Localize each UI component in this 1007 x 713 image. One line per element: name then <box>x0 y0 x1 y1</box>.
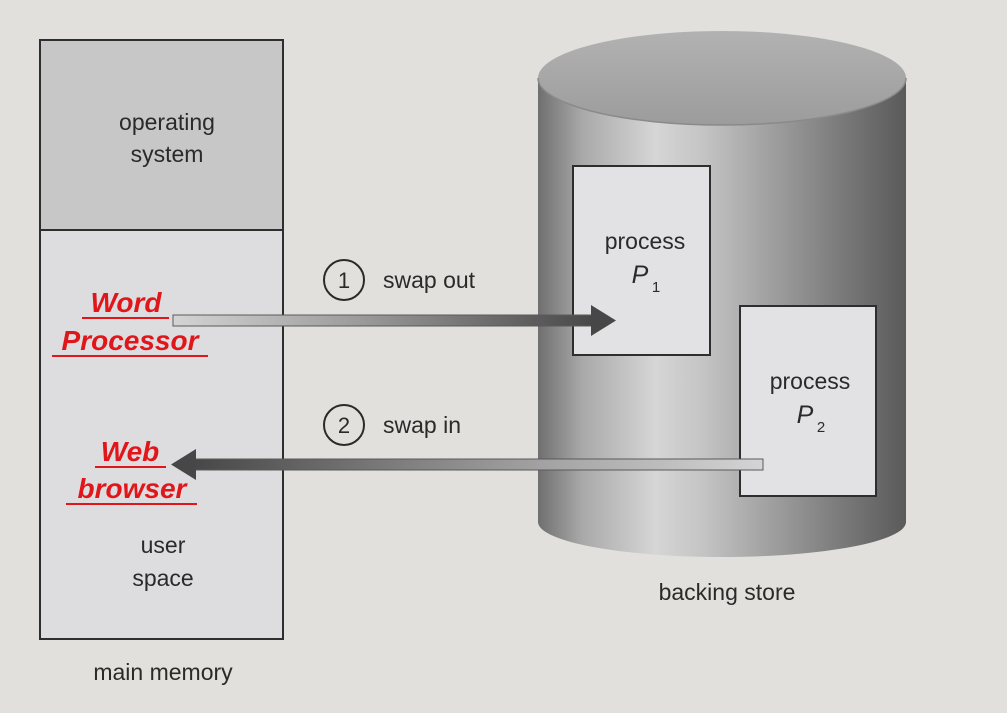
process-p1-label: process <box>605 228 686 254</box>
swap-in-arrow <box>171 449 764 480</box>
swap-out-arrow <box>172 305 616 336</box>
cylinder-rim <box>537 77 907 126</box>
word-processor-line1: Word <box>90 287 162 318</box>
step-2-circle <box>323 404 365 446</box>
user-space-label-line1: user <box>141 532 186 558</box>
user-space-label-line2: space <box>132 565 193 591</box>
web-browser-line1: Web <box>101 436 160 467</box>
step-1-circle <box>323 259 365 301</box>
step-2-number: 2 <box>338 413 350 438</box>
step-1-label: swap out <box>383 267 476 293</box>
step-2-swap-in: 2 swap in <box>323 404 461 446</box>
process-p1-name: P <box>632 261 649 289</box>
step-1-swap-out: 1 swap out <box>323 259 476 301</box>
process-p1-subscript: 1 <box>652 279 660 296</box>
main-memory: operating system user space <box>39 39 284 640</box>
word-processor-annotation: Word Processor <box>52 287 208 357</box>
backing-store-caption: backing store <box>659 579 796 605</box>
os-label-line2: system <box>131 141 204 167</box>
os-region <box>39 39 284 231</box>
web-browser-line2: browser <box>78 473 189 504</box>
process-p2-label: process <box>770 368 851 394</box>
cylinder-top <box>538 31 906 125</box>
process-p2-name: P <box>797 401 814 429</box>
process-p2-subscript: 2 <box>817 419 825 436</box>
web-browser-annotation: Web browser <box>66 436 197 505</box>
main-memory-caption: main memory <box>93 659 233 685</box>
user-space-region <box>39 229 284 640</box>
word-processor-line2: Processor <box>62 325 201 356</box>
step-2-label: swap in <box>383 412 461 438</box>
step-1-number: 1 <box>338 268 350 293</box>
os-label-line1: operating <box>119 109 215 135</box>
